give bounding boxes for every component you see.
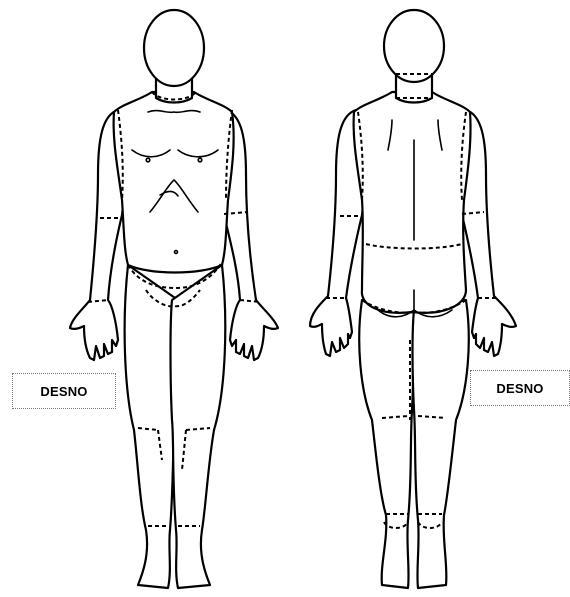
front-leg-right [171,265,226,588]
back-head [384,10,444,82]
back-leg-right [413,300,469,588]
back-leg-left [359,300,414,588]
front-leg-left [125,265,178,588]
back-body-figure [310,10,516,588]
front-head [144,10,204,86]
back-side-label: DESNO [470,370,570,406]
front-body-figure [70,10,278,588]
front-side-label: DESNO [12,373,116,409]
back-torso [354,92,471,313]
front-torso [114,92,234,273]
